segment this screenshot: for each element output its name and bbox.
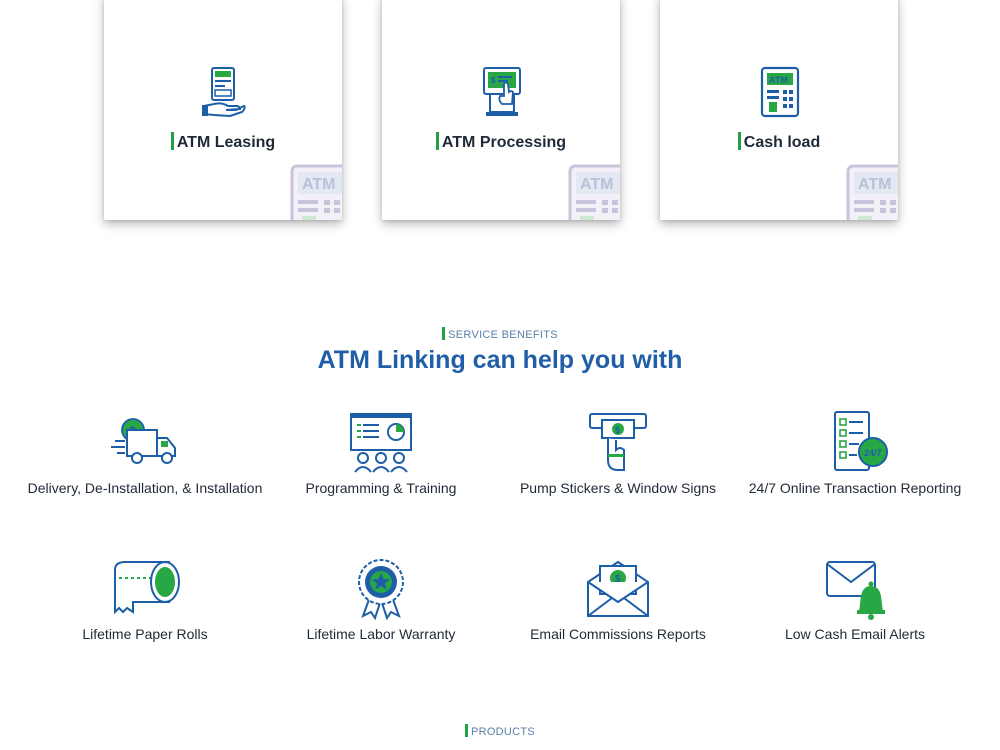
service-cards: ATM Leasing ATM $ ATM Processing ATM — [0, 0, 1000, 240]
svg-text:$: $ — [615, 574, 621, 585]
eyebrow-text: SERVICE BENEFITS — [448, 329, 558, 341]
card-title-text: ATM Processing — [441, 134, 567, 151]
benefit-label: 24/7 Online Transaction Reporting — [748, 480, 962, 496]
watermark-text: ATM — [302, 176, 335, 193]
benefit-label: Low Cash Email Alerts — [784, 626, 926, 642]
svg-text:ATM: ATM — [769, 75, 788, 85]
benefit-label: Pump Stickers & Window Signs — [519, 480, 717, 496]
card-title: ATM Leasing — [104, 132, 342, 152]
benefit-commission-reports: $ Email Commissions Reports — [500, 556, 736, 643]
card-atm-leasing[interactable]: ATM Leasing ATM — [104, 0, 342, 220]
money-envelope-icon: $ — [587, 560, 649, 617]
benefit-paper-rolls: Lifetime Paper Rolls — [27, 556, 263, 643]
accent-bar — [442, 327, 446, 340]
warranty-badge-icon — [358, 559, 404, 620]
benefit-label: Lifetime Labor Warranty — [306, 626, 456, 642]
watermark-text: ATM — [580, 176, 613, 193]
card-cash-load[interactable]: ATM Cash load ATM — [660, 0, 898, 220]
card-atm-processing[interactable]: $ ATM Processing ATM — [382, 0, 620, 220]
benefit-label: Email Commissions Reports — [530, 626, 706, 642]
benefit-programming: Programming & Training — [263, 410, 499, 497]
delivery-truck-icon: $ — [111, 418, 176, 464]
cash-load-icon: ATM — [760, 66, 800, 118]
card-title: ATM Processing — [382, 132, 620, 152]
watermark-text: ATM — [858, 176, 891, 193]
benefit-labor-warranty: Lifetime Labor Warranty — [263, 556, 499, 643]
paper-roll-icon — [114, 561, 180, 615]
benefit-label: Lifetime Paper Rolls — [82, 626, 208, 642]
card-title-text: ATM Leasing — [176, 134, 276, 151]
benefit-label: Delivery, De-Installation, & Installatio… — [27, 480, 263, 496]
svg-text:$: $ — [615, 425, 620, 435]
cash-dispense-icon: $ — [589, 413, 647, 471]
benefit-delivery: $ Delivery, De-Installation, & Installat… — [27, 410, 263, 497]
accent-bar — [737, 132, 741, 150]
training-board-icon — [350, 413, 412, 473]
atm-processing-icon: $ — [483, 67, 521, 116]
card-title-text: Cash load — [743, 134, 821, 151]
svg-text:$: $ — [491, 76, 496, 85]
atm-leasing-icon — [202, 67, 246, 118]
atm-watermark-icon: ATM — [290, 164, 342, 220]
benefit-low-cash-alerts: Low Cash Email Alerts — [737, 556, 973, 643]
atm-watermark-icon: ATM — [568, 164, 620, 220]
accent-bar — [170, 132, 174, 150]
eyebrow-text: PRODUCTS — [470, 726, 536, 738]
accent-bar — [435, 132, 439, 150]
benefit-pump-stickers: $ Pump Stickers & Window Signs — [500, 410, 736, 497]
card-title: Cash load — [660, 132, 898, 152]
envelope-bell-icon — [826, 561, 885, 620]
benefit-label: Programming & Training — [305, 480, 457, 496]
accent-bar — [464, 724, 468, 737]
atm-watermark-icon: ATM — [846, 164, 898, 220]
products-eyebrow: PRODUCTS — [0, 724, 1000, 738]
section-heading: ATM Linking can help you with — [317, 346, 683, 374]
report-checklist-icon: 24/7 — [834, 411, 888, 471]
section-eyebrow: SERVICE BENEFITS — [0, 327, 1000, 341]
benefit-online-reporting: 24/7 24/7 Online Transaction Reporting — [737, 410, 973, 497]
svg-text:24/7: 24/7 — [864, 448, 882, 458]
